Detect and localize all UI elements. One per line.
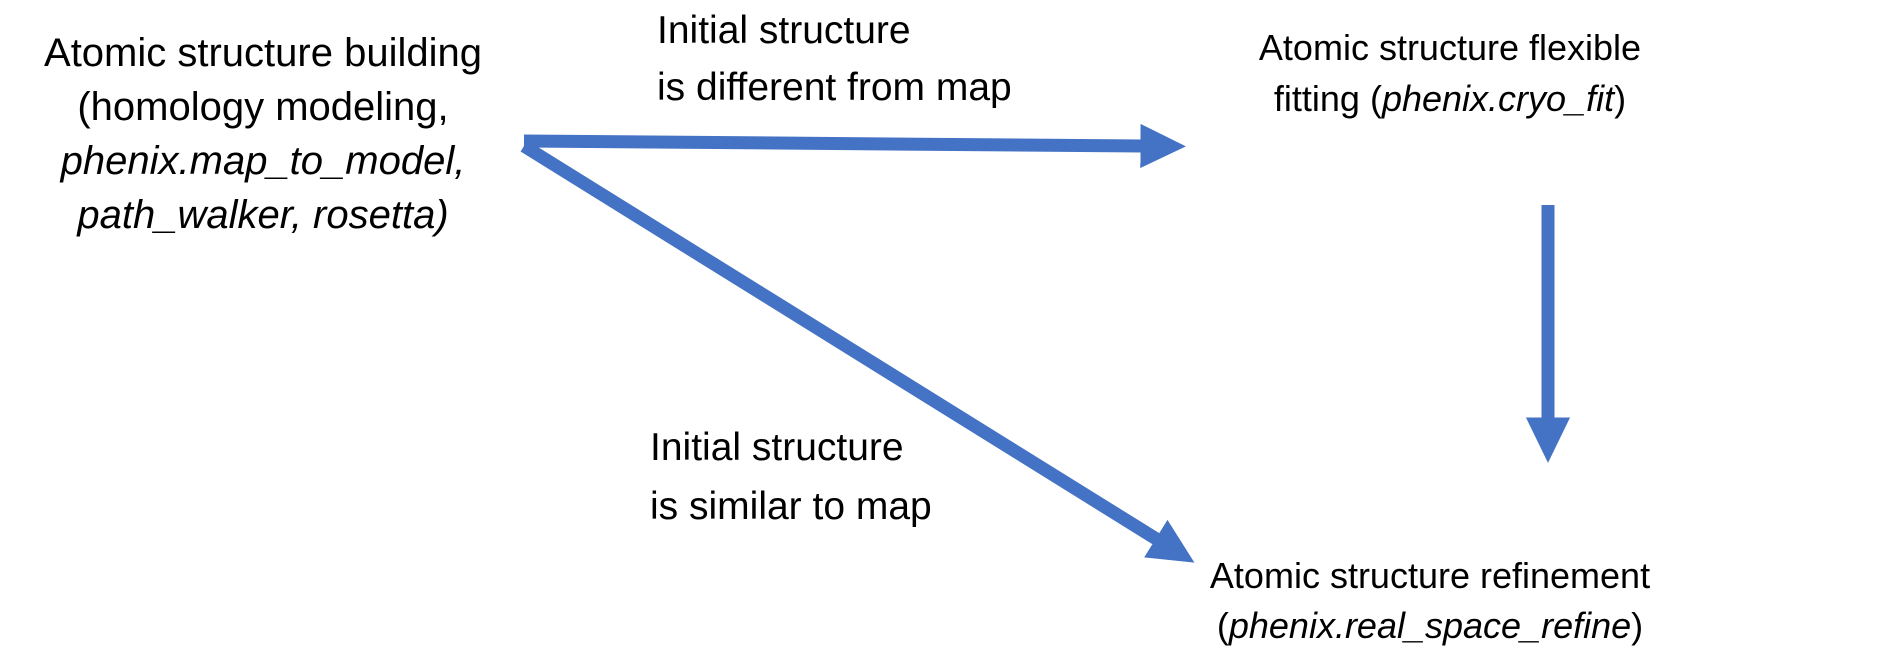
label-structure-different-from-map: Initial structure is different from map (657, 2, 1012, 116)
refinement-line-2-program: phenix.real_space_refine (1228, 605, 1632, 646)
fitting-line-2-suffix: ) (1614, 78, 1627, 119)
fitting-line-2-program: phenix.cryo_fit (1381, 78, 1615, 119)
refinement-line-2-prefix: ( (1216, 605, 1229, 646)
refinement-line-1: Atomic structure refinement (1209, 555, 1651, 596)
fitting-line-2-prefix: fitting ( (1273, 78, 1382, 119)
node-atomic-structure-flexible-fitting: Atomic structure flexible fitting (pheni… (1225, 22, 1675, 124)
fitting-line-1: Atomic structure flexible (1258, 27, 1642, 68)
similar-line-1: Initial structure (650, 426, 904, 469)
arrow-building-to-refinement (520, 140, 1195, 563)
building-line-1: Atomic structure building (44, 31, 482, 75)
fitting-line-2: fitting (phenix.cryo_fit) (1225, 73, 1675, 124)
building-line-2: (homology modeling, (77, 85, 449, 129)
building-line-4: path_walker, rosetta) (77, 193, 449, 237)
refinement-line-2: (phenix.real_space_refine) (1170, 601, 1690, 651)
node-atomic-structure-building: Atomic structure building (homology mode… (8, 26, 518, 242)
building-line-3: phenix.map_to_model, (60, 139, 466, 183)
different-line-2: is different from map (657, 66, 1012, 109)
different-line-1: Initial structure (657, 9, 911, 52)
label-structure-similar-to-map: Initial structure is similar to map (650, 418, 932, 536)
similar-line-2: is similar to map (650, 485, 932, 528)
node-atomic-structure-refinement: Atomic structure refinement (phenix.real… (1170, 551, 1690, 651)
arrow-building-to-fitting (523, 123, 1186, 169)
refinement-line-2-suffix: ) (1631, 605, 1644, 646)
